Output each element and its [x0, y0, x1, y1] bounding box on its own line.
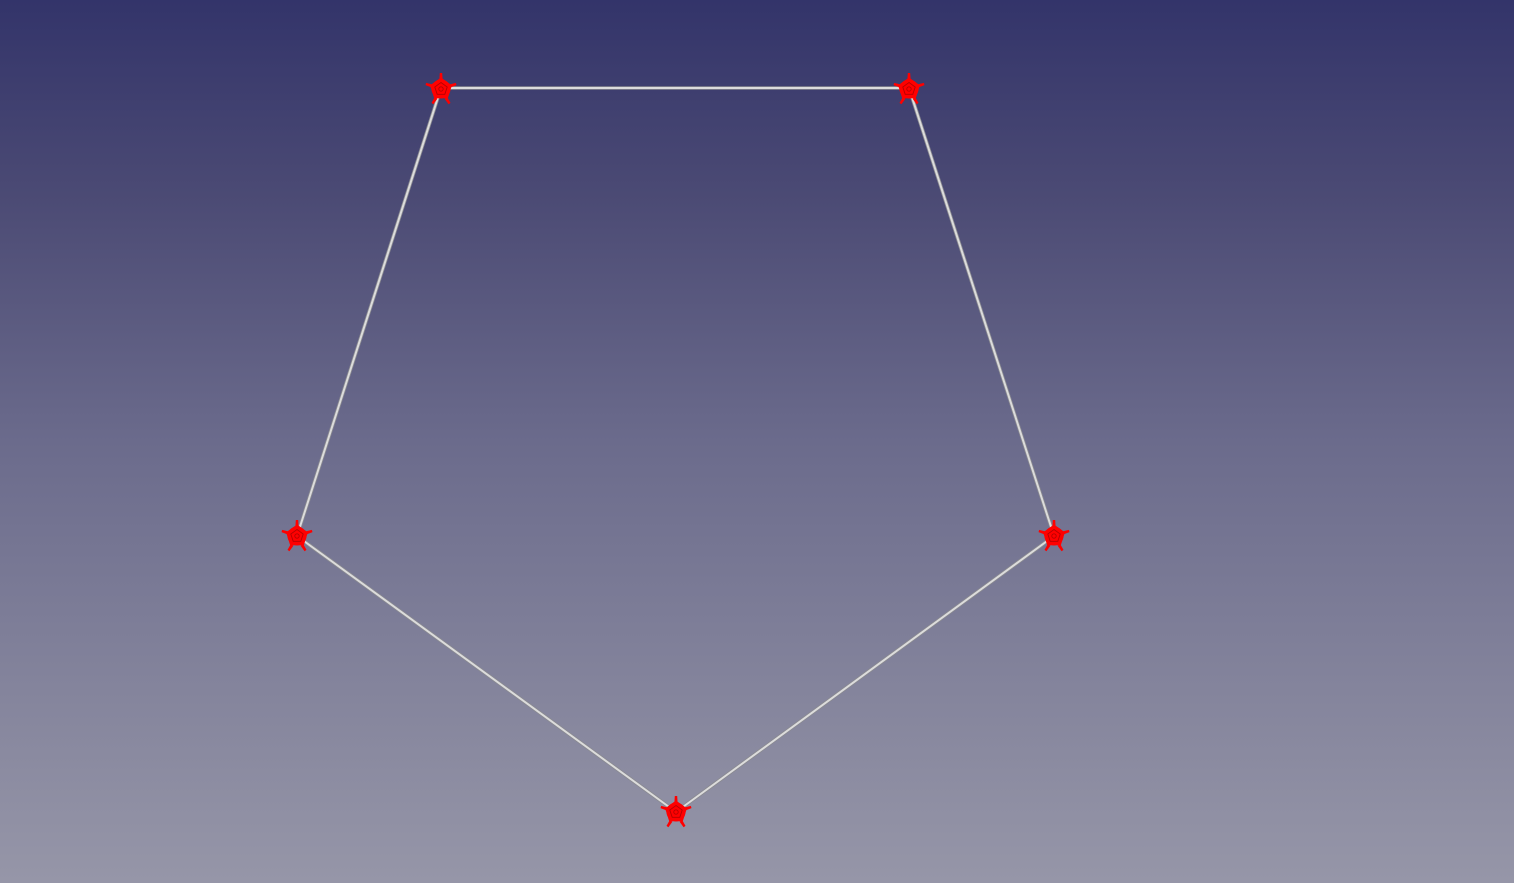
edges [295, 86, 1056, 814]
vertices [281, 72, 1070, 828]
vertex-left[interactable] [281, 519, 313, 552]
vertex-bottom[interactable] [660, 795, 692, 828]
edge-left[interactable] [295, 86, 443, 538]
edge-right[interactable] [907, 86, 1056, 538]
edge-bottom-right[interactable] [674, 534, 1056, 814]
edge-bottom-left[interactable] [295, 534, 678, 814]
vertex-right[interactable] [1038, 519, 1070, 552]
